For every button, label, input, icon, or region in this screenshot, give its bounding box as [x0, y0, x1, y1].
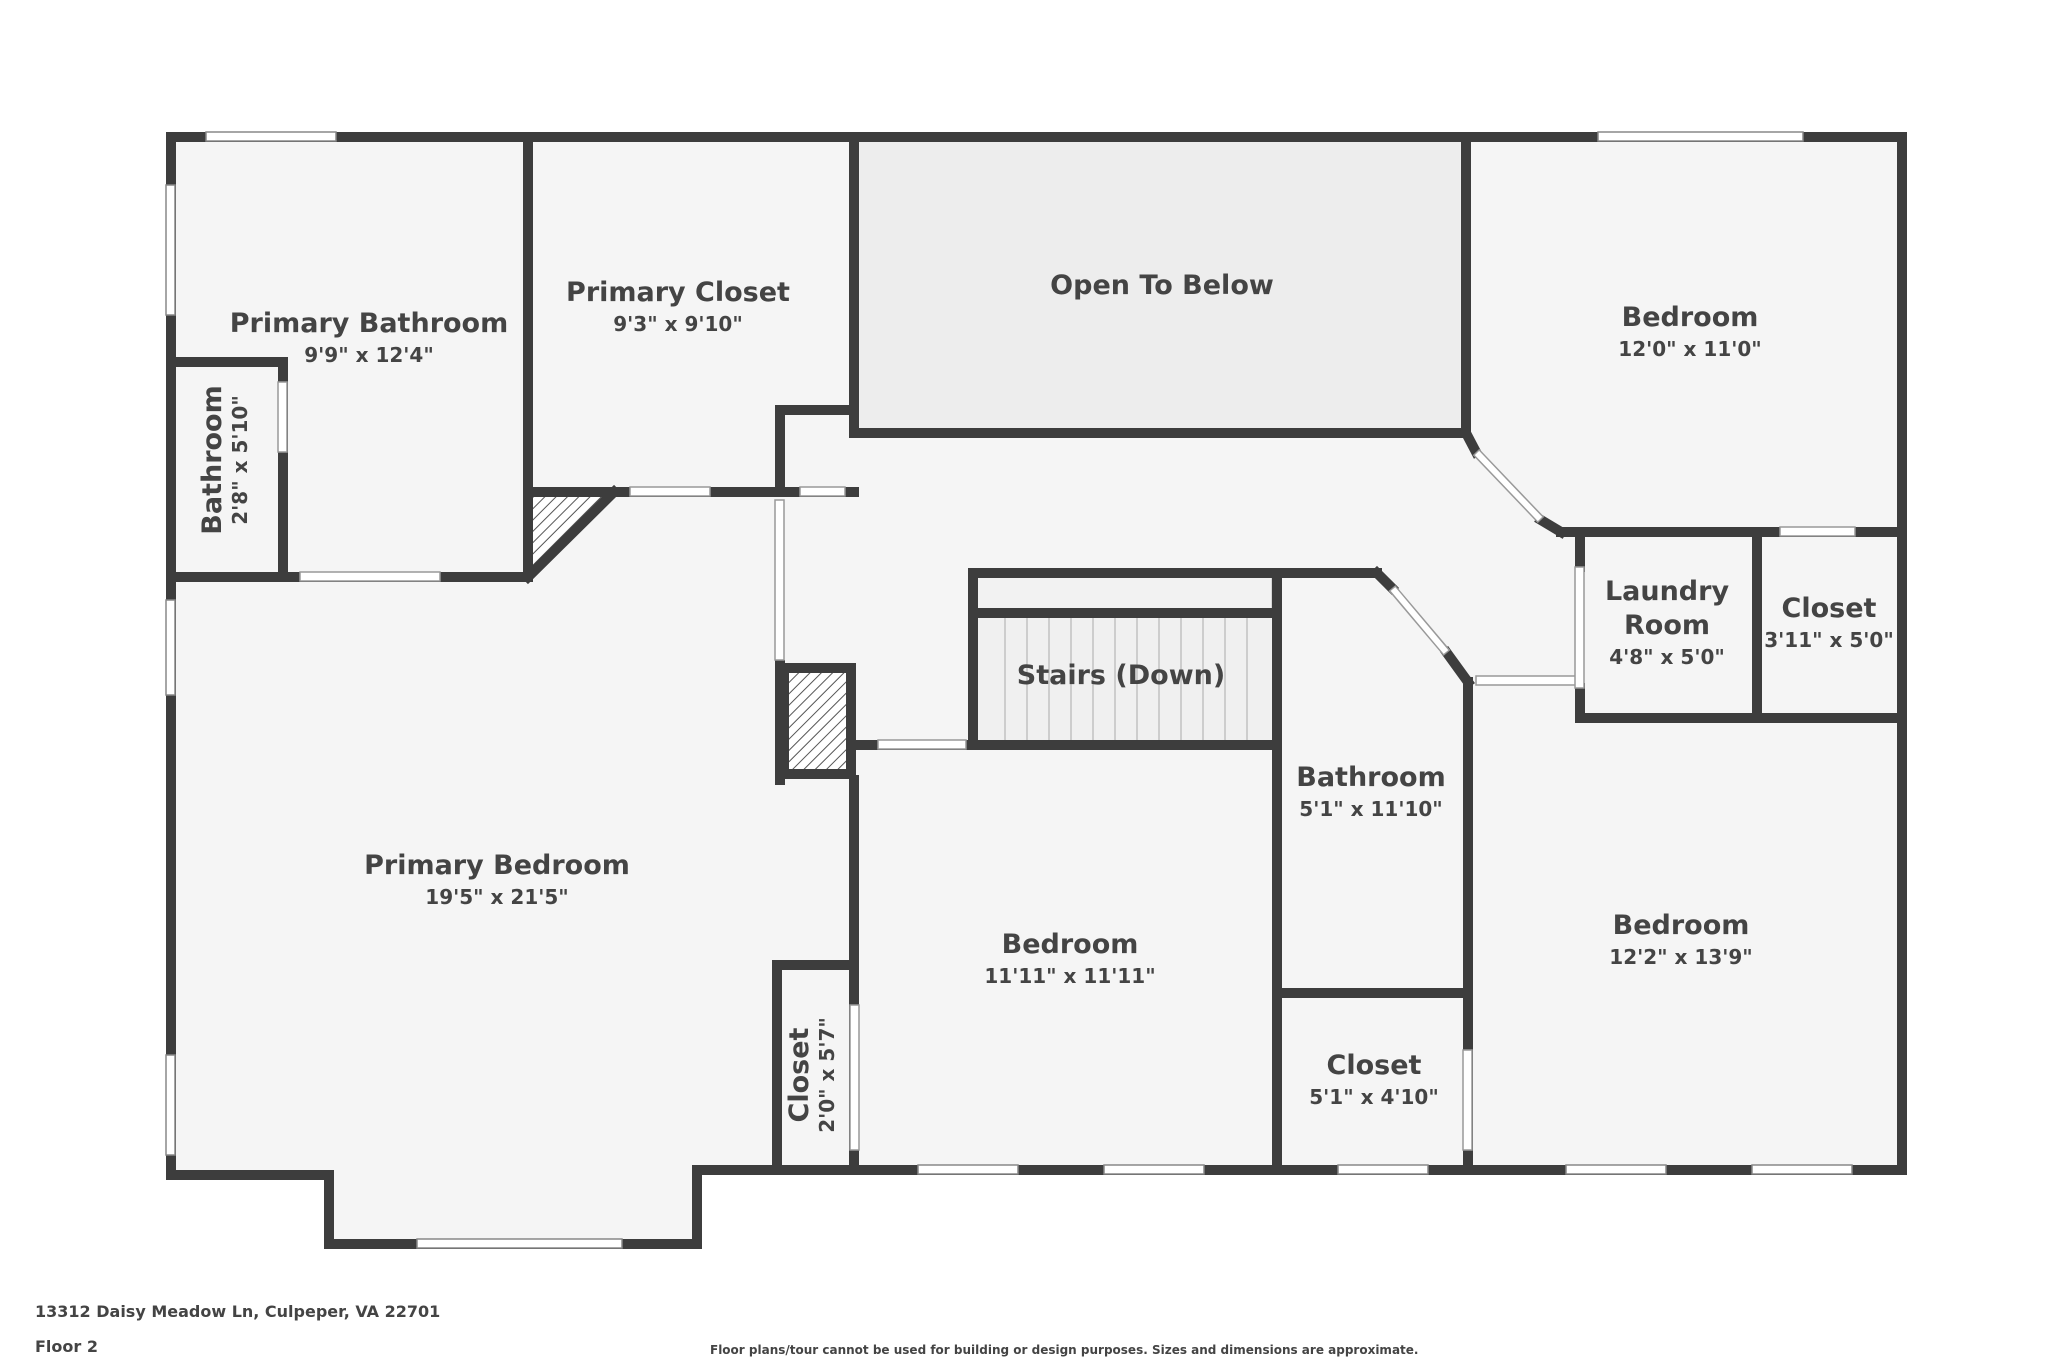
walls — [166, 132, 1907, 1249]
room-dims-primary-bathroom: 9'9" x 12'4" — [304, 343, 434, 367]
room-dims-closet-west: 2'0" x 5'7" — [815, 1017, 839, 1133]
room-name-laundry-line2: Room — [1624, 610, 1710, 641]
chase-hatch-lower — [784, 672, 851, 774]
room-name-bathroom-small: Bathroom — [197, 385, 228, 534]
room-dims-primary-bedroom: 19'5" x 21'5" — [425, 885, 568, 909]
room-dims-primary-closet: 9'3" x 9'10" — [613, 312, 743, 336]
floor-label: Floor 2 — [35, 1337, 98, 1356]
room-name-closet-west: Closet — [784, 1027, 815, 1122]
room-dims-bathroom-center: 5'1" x 11'10" — [1299, 797, 1442, 821]
room-name-primary-bedroom: Primary Bedroom — [364, 850, 630, 881]
room-dims-bedroom-southeast: 12'2" x 13'9" — [1609, 945, 1752, 969]
room-name-open-to-below: Open To Below — [1050, 270, 1274, 301]
open-to-below-area — [854, 137, 1466, 433]
room-name-closet-east: Closet — [1782, 593, 1877, 624]
room-name-primary-bathroom: Primary Bathroom — [230, 308, 509, 339]
door-openings — [277, 381, 1856, 1151]
room-labels: Primary Bathroom 9'9" x 12'4" Primary Cl… — [197, 270, 1894, 1133]
room-dims-bathroom-small: 2'8" x 5'10" — [228, 395, 252, 525]
room-name-laundry-line1: Laundry — [1605, 576, 1730, 607]
room-dims-closet-east: 3'11" x 5'0" — [1764, 628, 1894, 652]
property-address: 13312 Daisy Meadow Ln, Culpeper, VA 2270… — [35, 1302, 441, 1321]
room-dims-bedroom-center: 11'11" x 11'11" — [984, 964, 1155, 988]
room-name-bedroom-northeast: Bedroom — [1622, 302, 1759, 333]
room-name-closet-center: Closet — [1327, 1050, 1422, 1081]
room-name-bedroom-center: Bedroom — [1002, 929, 1139, 960]
room-name-stairs: Stairs (Down) — [1017, 660, 1225, 691]
room-dims-laundry-room: 4'8" x 5'0" — [1609, 645, 1725, 669]
room-dims-bedroom-northeast: 12'0" x 11'0" — [1618, 337, 1761, 361]
windows — [165, 131, 1853, 1249]
room-name-bathroom-center: Bathroom — [1296, 762, 1445, 793]
disclaimer: Floor plans/tour cannot be used for buil… — [710, 1343, 1419, 1357]
room-dims-closet-center: 5'1" x 4'10" — [1309, 1085, 1439, 1109]
stairs — [972, 572, 1273, 741]
room-name-primary-closet: Primary Closet — [566, 277, 790, 308]
room-name-bedroom-southeast: Bedroom — [1613, 910, 1750, 941]
